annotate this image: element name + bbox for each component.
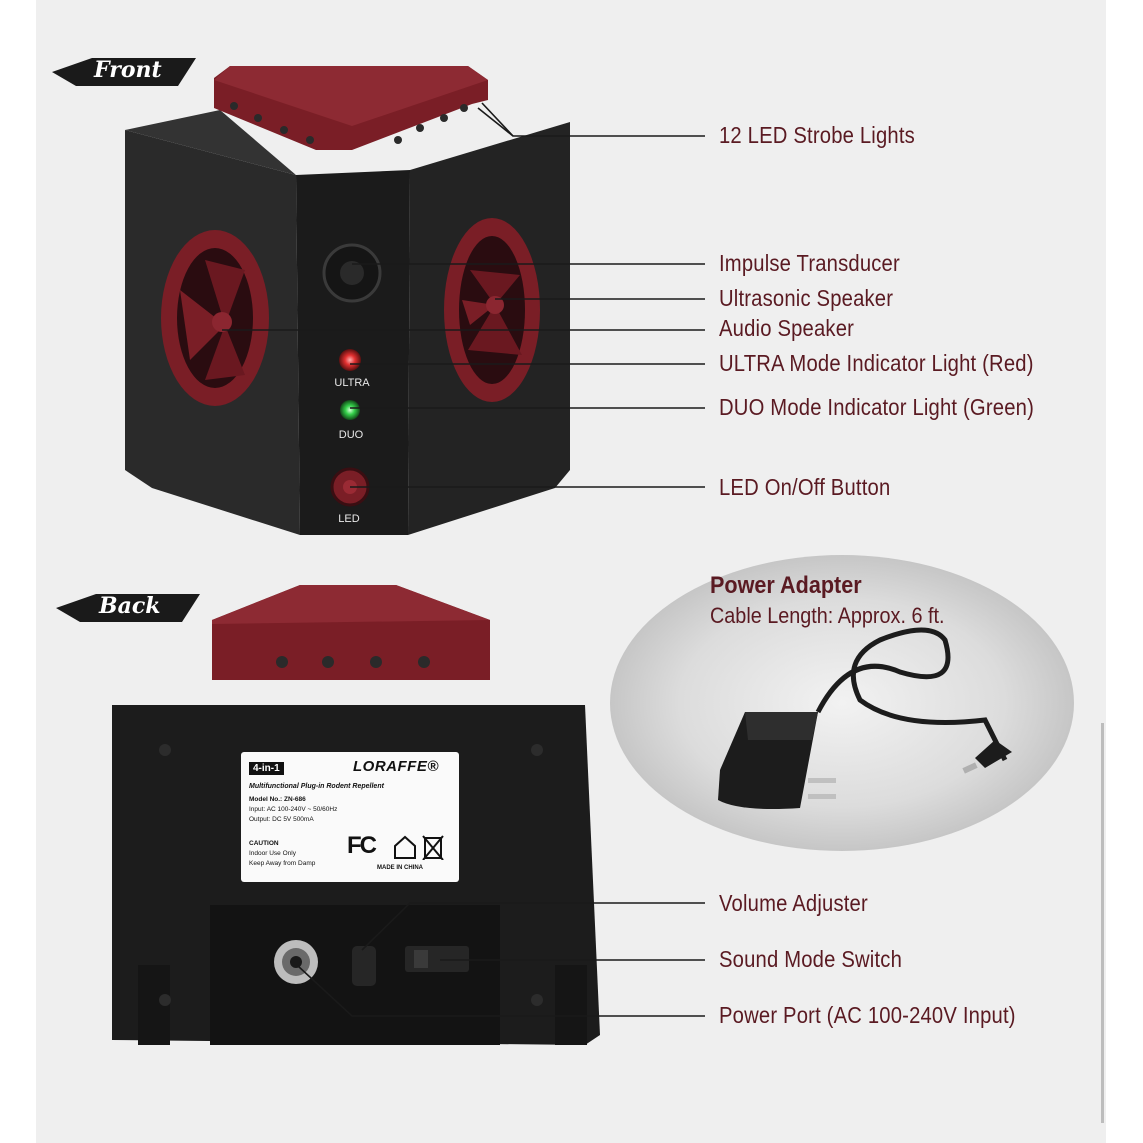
callout-power-port: Power Port (AC 100-240V Input) bbox=[719, 1002, 1016, 1028]
audio-speaker-icon bbox=[161, 230, 269, 406]
label-keep-away: Keep Away from Damp bbox=[249, 860, 316, 867]
label-model: Model No.: ZN-686 bbox=[249, 796, 306, 803]
ultra-led-icon bbox=[339, 349, 361, 371]
compliance-icons bbox=[394, 835, 444, 860]
callout-led-strobe-lights: 12 LED Strobe Lights bbox=[719, 122, 915, 148]
callout-ultrasonic-speaker: Ultrasonic Speaker bbox=[719, 285, 894, 311]
callout-volume-adjuster: Volume Adjuster bbox=[719, 890, 868, 916]
led-device-label: LED bbox=[338, 513, 360, 525]
fc-mark: FC bbox=[347, 832, 377, 859]
back-tag: Back bbox=[99, 593, 161, 619]
callout-sound-mode-switch: Sound Mode Switch bbox=[719, 946, 903, 972]
front-tag-shape bbox=[52, 58, 196, 86]
label-subtitle: Multifunctional Plug-in Rodent Repellent bbox=[249, 783, 384, 790]
power-port-icon bbox=[274, 940, 318, 984]
duo-led-icon bbox=[340, 400, 360, 420]
power-adapter-title: Power Adapter bbox=[710, 572, 862, 599]
callout-impulse-transducer: Impulse Transducer bbox=[719, 250, 900, 276]
back-tag-shape bbox=[56, 594, 200, 622]
label-made-in: MADE IN CHINA bbox=[377, 865, 423, 871]
label-badge: 4-in-1 bbox=[249, 762, 284, 775]
scrollbar-edge bbox=[1101, 723, 1104, 1123]
label-brand: LORAFFE® bbox=[353, 758, 439, 775]
volume-adjuster-icon bbox=[352, 946, 376, 986]
duo-device-label: DUO bbox=[338, 429, 364, 441]
power-adapter-icon bbox=[718, 627, 1012, 809]
ultra-device-label: ULTRA bbox=[334, 377, 370, 389]
callout-duo-indicator: DUO Mode Indicator Light (Green) bbox=[719, 394, 1034, 420]
label-indoor: Indoor Use Only bbox=[249, 850, 296, 857]
label-output: Output: DC 5V 500mA bbox=[249, 816, 314, 823]
product-label: 4-in-1 LORAFFE® Multifunctional Plug-in … bbox=[241, 752, 459, 882]
callout-lines bbox=[222, 102, 705, 1017]
callout-audio-speaker: Audio Speaker bbox=[719, 315, 855, 341]
front-tag: Front bbox=[94, 57, 162, 83]
ultrasonic-speaker-icon bbox=[444, 218, 540, 402]
callout-ultra-indicator: ULTRA Mode Indicator Light (Red) bbox=[719, 350, 1034, 376]
power-adapter-subtitle: Cable Length: Approx. 6 ft. bbox=[710, 603, 945, 628]
callout-led-button: LED On/Off Button bbox=[719, 474, 891, 500]
front-device bbox=[125, 66, 570, 535]
label-input: Input: AC 100-240V ~ 50/60Hz bbox=[249, 806, 338, 813]
label-caution: CAUTION bbox=[249, 840, 279, 847]
